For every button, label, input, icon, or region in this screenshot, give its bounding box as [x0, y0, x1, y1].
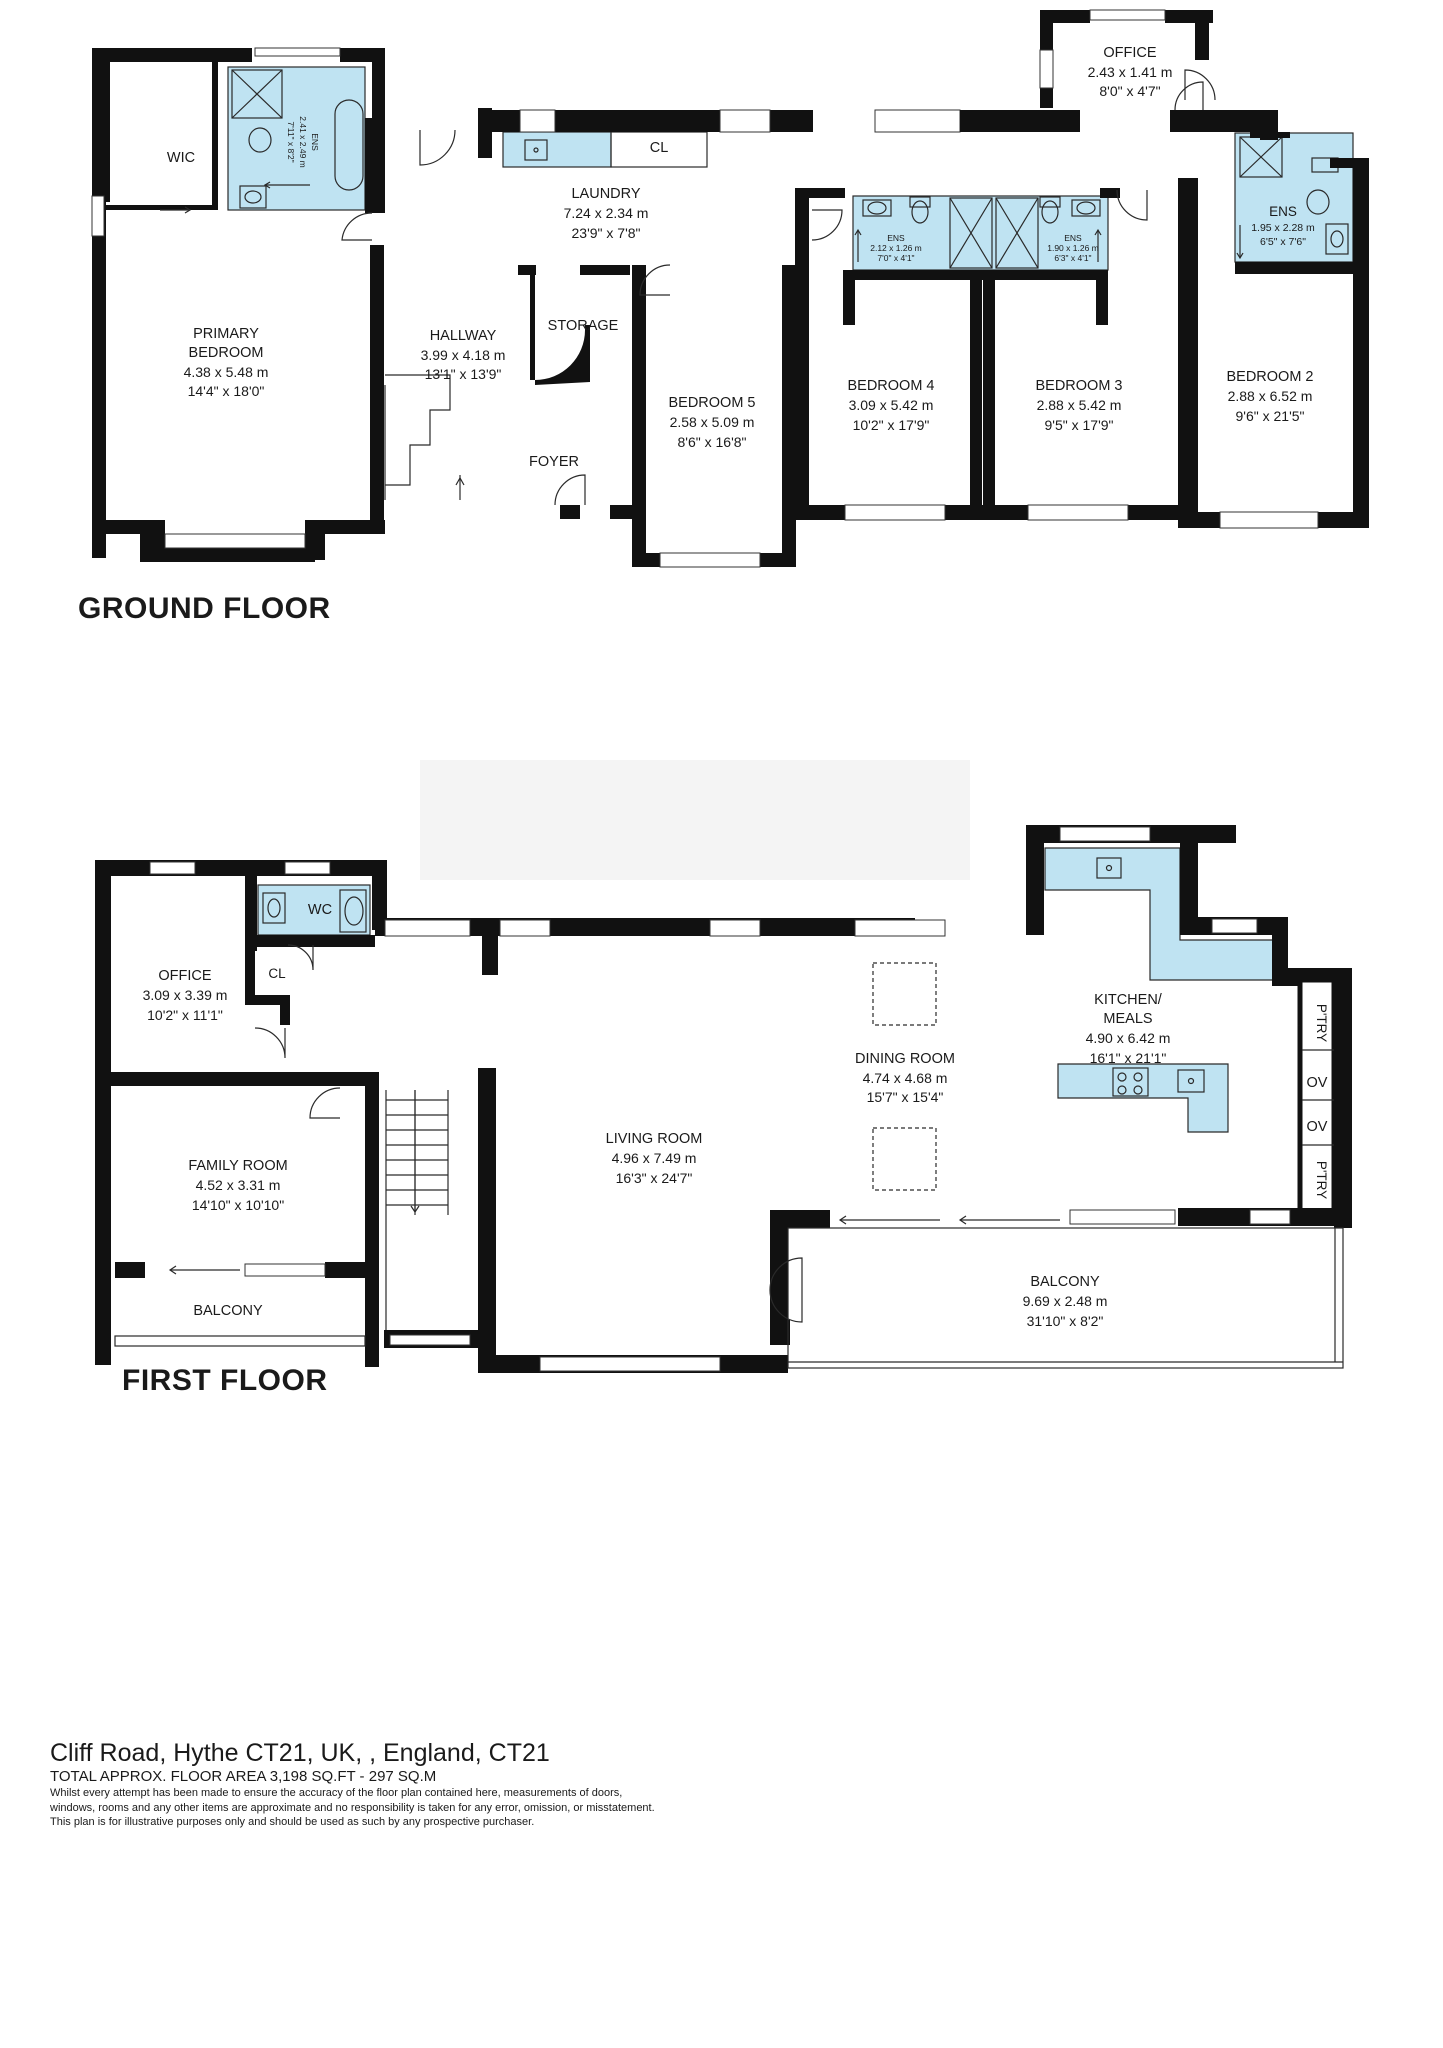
primary-bedroom-label-1: PRIMARY — [193, 326, 259, 342]
bedroom2-dim-ft: 9'6" x 21'5" — [1236, 408, 1305, 424]
first-floor-plan: WC CL OFFICE 3.09 x 3.39 m 10'2" x 11'1"… — [95, 825, 1352, 1397]
total-floor-area: TOTAL APPROX. FLOOR AREA 3,198 SQ.FT - 2… — [50, 1768, 437, 1785]
ens-bed3-dim-m: 1.90 x 1.26 m — [1047, 243, 1099, 253]
ens-bed3-name: ENS — [1064, 233, 1082, 243]
bedroom2-dim-m: 2.88 x 6.52 m — [1228, 388, 1313, 404]
pantry-top-label: P'TRY — [1314, 1004, 1329, 1042]
ground-room-labels: WIC ENS 2.41 x 2.49 m 7'11" x 8'2" PRIMA… — [167, 45, 1315, 470]
laundry-sink-counter — [502, 131, 612, 168]
bedroom2-label: BEDROOM 2 — [1226, 369, 1313, 385]
ens-bed4-dim-ft: 7'0" x 4'1" — [877, 253, 914, 263]
disclaimer-line-3: This plan is for illustrative purposes o… — [50, 1816, 535, 1828]
hallway-label: HALLWAY — [430, 328, 497, 344]
ens-primary-label-group: ENS 2.41 x 2.49 m 7'11" x 8'2" — [286, 116, 320, 168]
ground-door-swings — [160, 69, 1244, 506]
bedroom5-dim-m: 2.58 x 5.09 m — [670, 414, 755, 430]
primary-bedroom-label-2: BEDROOM — [189, 345, 264, 361]
family-room-dim-ft: 14'10" x 10'10" — [192, 1197, 284, 1213]
first-fixture-details — [262, 857, 1205, 1191]
ens-bed4-name: ENS — [887, 233, 905, 243]
property-address: Cliff Road, Hythe CT21, UK, , England, C… — [50, 1739, 550, 1767]
living-room-dim-ft: 16'3" x 24'7" — [616, 1170, 693, 1186]
oven1-label: OV — [1307, 1075, 1328, 1091]
ensuite-bed4-bed3-fixtures — [852, 195, 1109, 271]
office-ground-dim-m: 2.43 x 1.41 m — [1088, 64, 1173, 80]
office-first-dim-ft: 10'2" x 11'1" — [147, 1007, 223, 1023]
plan-footer: Cliff Road, Hythe CT21, UK, , England, C… — [50, 1738, 950, 1830]
first-floor-title: FIRST FLOOR — [122, 1364, 327, 1397]
ground-fixture-details — [231, 69, 1349, 269]
storage-label: STORAGE — [548, 318, 619, 334]
dining-room-dim-ft: 15'7" x 15'4" — [867, 1089, 944, 1105]
ens-bed2-dim-ft: 6'5" x 7'6" — [1260, 236, 1306, 248]
balcony-small-label: BALCONY — [193, 1303, 263, 1319]
primary-bedroom-dim-m: 4.38 x 5.48 m — [184, 364, 269, 380]
ens-bed4-dim-m: 2.12 x 1.26 m — [870, 243, 922, 253]
family-room-dim-m: 4.52 x 3.31 m — [196, 1177, 281, 1193]
bedroom4-label: BEDROOM 4 — [847, 378, 934, 394]
living-room-label: LIVING ROOM — [606, 1131, 703, 1147]
first-room-labels: WC CL OFFICE 3.09 x 3.39 m 10'2" x 11'1"… — [143, 902, 1329, 1329]
balcony-large-label: BALCONY — [1030, 1274, 1100, 1290]
bedroom4-dim-ft: 10'2" x 17'9" — [853, 417, 930, 433]
ens-primary-dim-ft: 7'11" x 8'2" — [286, 121, 296, 162]
hallway-dim-ft: 13'1" x 13'9" — [425, 366, 502, 382]
dining-room-label: DINING ROOM — [855, 1051, 955, 1067]
first-stair-and-doors — [114, 944, 1344, 1369]
laundry-cl-label: CL — [650, 140, 669, 156]
bedroom4-dim-m: 3.09 x 5.42 m — [849, 397, 934, 413]
ground-walls — [91, 9, 1369, 568]
pantry-bottom-label: P'TRY — [1314, 1161, 1329, 1199]
family-room-label: FAMILY ROOM — [188, 1158, 287, 1174]
wc-label: WC — [308, 902, 332, 918]
ensuite-bed2-fixtures — [1234, 132, 1354, 263]
kitchen-counter — [1044, 847, 1276, 981]
bedroom3-dim-m: 2.88 x 5.42 m — [1037, 397, 1122, 413]
laundry-label: LAUNDRY — [571, 186, 640, 202]
disclaimer-line-1: Whilst every attempt has been made to en… — [50, 1787, 623, 1799]
kitchen-label-1: KITCHEN/ — [1094, 992, 1163, 1008]
living-room-dim-m: 4.96 x 7.49 m — [612, 1150, 697, 1166]
first-cl-label: CL — [268, 966, 286, 981]
kitchen-dim-ft: 16'1" x 21'1" — [1090, 1050, 1167, 1066]
bedroom5-label: BEDROOM 5 — [668, 395, 755, 411]
primary-bedroom-dim-ft: 14'4" x 18'0" — [188, 383, 265, 399]
ground-fixtures — [227, 66, 1354, 271]
office-first-label: OFFICE — [158, 968, 211, 984]
watermark-blur — [420, 760, 970, 880]
wic-label: WIC — [167, 150, 195, 166]
kitchen-dim-m: 4.90 x 6.42 m — [1086, 1030, 1171, 1046]
ground-floor-title: GROUND FLOOR — [78, 592, 331, 625]
foyer-label: FOYER — [529, 454, 579, 470]
office-first-dim-m: 3.09 x 3.39 m — [143, 987, 228, 1003]
ground-floor-plan: WIC ENS 2.41 x 2.49 m 7'11" x 8'2" PRIMA… — [78, 9, 1369, 625]
dining-room-dim-m: 4.74 x 4.68 m — [863, 1070, 948, 1086]
ens-primary-dim-m: 2.41 x 2.49 m — [298, 116, 308, 168]
kitchen-island — [1057, 1063, 1229, 1133]
first-oven-dividers — [1302, 1049, 1334, 1146]
bedroom3-dim-ft: 9'5" x 17'9" — [1045, 417, 1114, 433]
bedroom3-label: BEDROOM 3 — [1035, 378, 1122, 394]
ens-bed2-name: ENS — [1269, 204, 1297, 219]
bedroom5-dim-ft: 8'6" x 16'8" — [678, 434, 747, 450]
laundry-dim-ft: 23'9" x 7'8" — [572, 225, 641, 241]
first-walls — [95, 825, 1352, 1373]
ens-primary-name: ENS — [310, 133, 320, 151]
disclaimer-line-2: windows, rooms and any other items are a… — [50, 1801, 655, 1814]
first-fixtures — [257, 847, 1276, 1133]
balcony-large-dim-m: 9.69 x 2.48 m — [1023, 1293, 1108, 1309]
office-ground-dim-ft: 8'0" x 4'7" — [1099, 83, 1160, 99]
laundry-dim-m: 7.24 x 2.34 m — [564, 205, 649, 221]
hallway-dim-m: 3.99 x 4.18 m — [421, 347, 506, 363]
ens-bed3-dim-ft: 6'3" x 4'1" — [1054, 253, 1091, 263]
balcony-large-dim-ft: 31'10" x 8'2" — [1027, 1313, 1104, 1329]
ens-bed2-dim-m: 1.95 x 2.28 m — [1251, 222, 1315, 234]
oven2-label: OV — [1307, 1119, 1328, 1135]
office-ground-label: OFFICE — [1103, 45, 1156, 61]
kitchen-label-2: MEALS — [1103, 1011, 1152, 1027]
